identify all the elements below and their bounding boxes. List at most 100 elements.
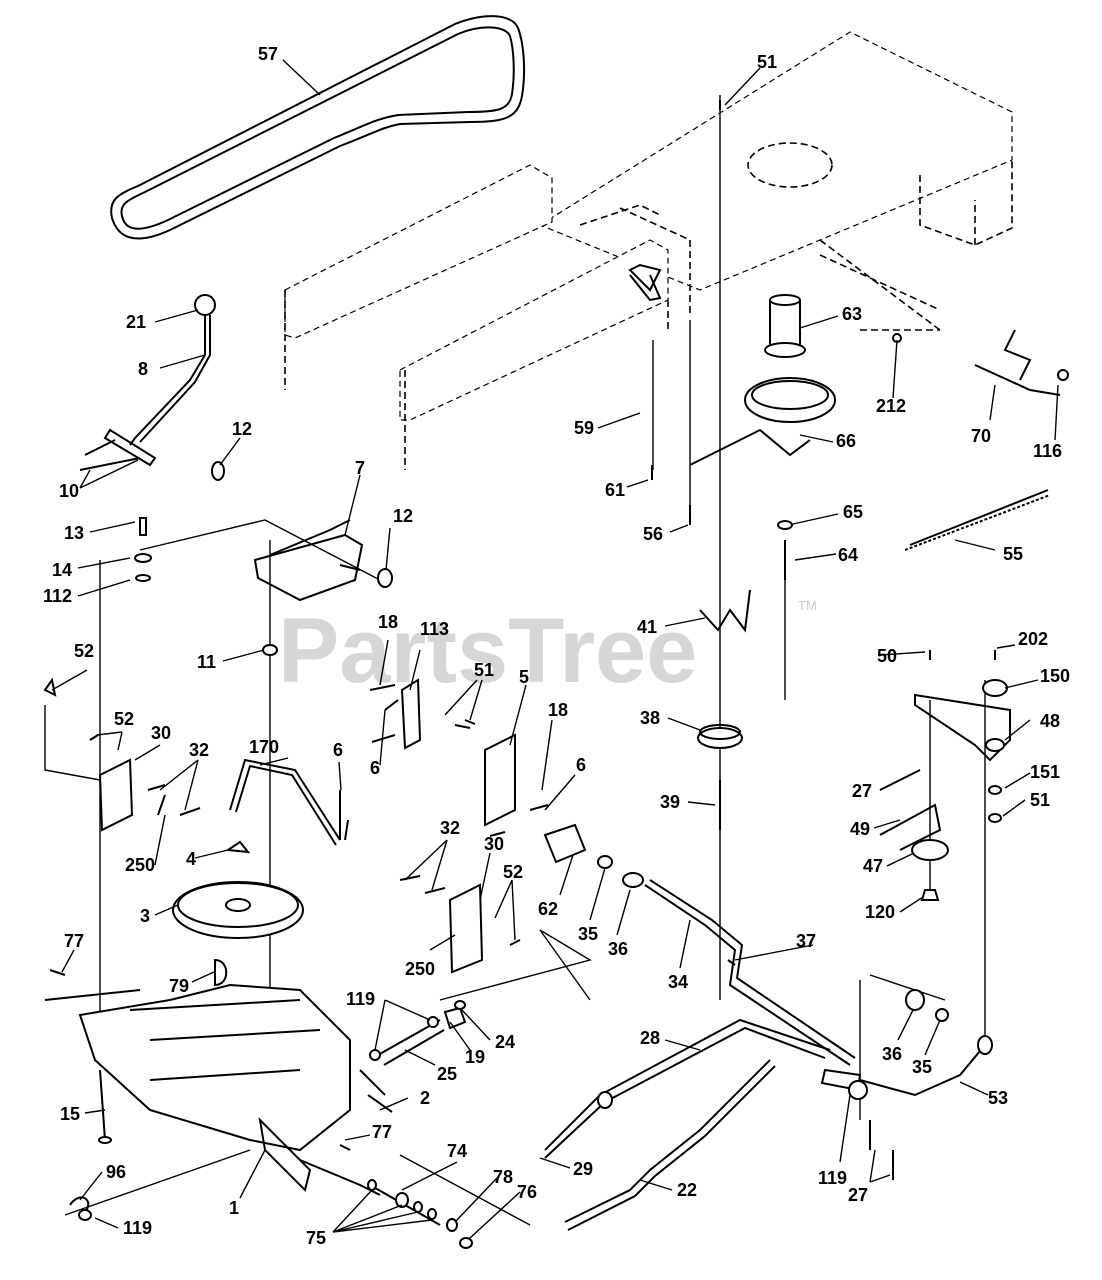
shift-knob — [194, 294, 216, 316]
callout-10: 10 — [59, 481, 79, 501]
callout-212: 212 — [876, 396, 906, 416]
callout-77-left: 77 — [64, 931, 84, 951]
callout-116: 116 — [1033, 441, 1062, 461]
axle-parts — [339, 1000, 473, 1249]
callout-39: 39 — [660, 792, 680, 812]
callout-30-mid: 30 — [484, 834, 504, 854]
callout-14: 14 — [52, 560, 72, 580]
callout-34: 34 — [668, 972, 688, 992]
callout-18-left: 18 — [378, 612, 398, 632]
callout-25: 25 — [437, 1064, 457, 1084]
callout-79: 79 — [169, 976, 189, 996]
shift-lever-assembly — [79, 294, 393, 656]
watermark-trademark: TM — [798, 598, 817, 613]
callout-12-right: 12 — [393, 506, 413, 526]
control-rod — [229, 758, 341, 846]
callout-250-mid: 250 — [405, 959, 435, 979]
callout-27-right: 27 — [852, 781, 872, 801]
callout-7: 7 — [355, 458, 365, 478]
callout-50: 50 — [877, 646, 897, 666]
callout-119-left: 119 — [123, 1218, 152, 1238]
callout-76: 76 — [517, 1182, 537, 1202]
callout-32-mid: 32 — [440, 818, 460, 838]
callout-18-right: 18 — [548, 700, 568, 720]
callout-47: 47 — [863, 856, 883, 876]
callout-36-mid: 36 — [608, 939, 628, 959]
callout-53: 53 — [988, 1088, 1008, 1108]
callout-77-mid: 77 — [372, 1122, 392, 1142]
callout-75: 75 — [306, 1228, 326, 1248]
callout-51-right: 51 — [1030, 790, 1050, 810]
callout-78: 78 — [493, 1167, 513, 1187]
callout-3: 3 — [140, 906, 150, 926]
callout-2: 2 — [420, 1088, 430, 1108]
callout-38: 38 — [640, 708, 660, 728]
callout-35-right: 35 — [912, 1057, 932, 1077]
callout-52-top: 52 — [74, 641, 94, 661]
callout-119-right: 119 — [818, 1168, 847, 1188]
callout-28: 28 — [640, 1028, 660, 1048]
callout-22: 22 — [677, 1180, 697, 1200]
callout-74: 74 — [447, 1141, 467, 1161]
callout-30-left: 30 — [151, 723, 171, 743]
callout-21: 21 — [126, 312, 146, 332]
callout-66: 66 — [836, 431, 856, 451]
callout-112: 112 — [43, 586, 72, 606]
linkage-rods — [543, 823, 993, 1231]
callout-120: 120 — [865, 902, 895, 922]
idler-pulley-assembly — [628, 100, 836, 830]
callout-70: 70 — [971, 426, 991, 446]
callout-6-mid: 6 — [333, 740, 343, 760]
callout-65: 65 — [843, 502, 863, 522]
axis-lines — [44, 95, 986, 1226]
tractor-frame — [284, 31, 1013, 470]
callout-6-left: 6 — [370, 758, 380, 778]
callout-32-left: 32 — [189, 740, 209, 760]
watermark: PartsTree TM — [278, 598, 817, 702]
callout-12-top: 12 — [232, 419, 252, 439]
callout-64: 64 — [838, 545, 858, 565]
callout-51: 51 — [757, 52, 777, 72]
callout-41: 41 — [637, 617, 657, 637]
callout-63: 63 — [842, 304, 862, 324]
right-side-assembly — [879, 329, 1061, 901]
leader-lines — [51, 59, 1059, 1239]
callout-37: 37 — [796, 931, 816, 951]
callout-49: 49 — [850, 819, 870, 839]
callout-13: 13 — [64, 523, 84, 543]
callout-5: 5 — [519, 667, 529, 687]
callout-1: 1 — [229, 1198, 239, 1218]
callout-8: 8 — [138, 359, 148, 379]
callout-27-bottom: 27 — [848, 1185, 868, 1205]
callout-48: 48 — [1040, 711, 1060, 731]
callout-36-right: 36 — [882, 1044, 902, 1064]
callout-113: 113 — [420, 619, 449, 639]
callout-59: 59 — [574, 418, 594, 438]
callout-55: 55 — [1003, 544, 1023, 564]
callout-96: 96 — [106, 1162, 126, 1182]
callout-19: 19 — [465, 1047, 485, 1067]
callout-151: 151 — [1030, 762, 1060, 782]
callout-52-mid: 52 — [114, 709, 134, 729]
callout-250-left: 250 — [125, 855, 155, 875]
callout-4: 4 — [186, 849, 196, 869]
callout-52-mid2: 52 — [503, 862, 523, 882]
callout-24: 24 — [495, 1032, 515, 1052]
callout-119-mid: 119 — [346, 989, 375, 1009]
transmission-assembly — [44, 840, 386, 1221]
center-brackets — [369, 678, 549, 974]
watermark-text: PartsTree — [278, 600, 697, 702]
callout-labels: 57 51 21 8 63 212 70 116 59 66 12 10 61 … — [43, 44, 1070, 1248]
left-bracket-assembly — [43, 677, 201, 832]
callout-56: 56 — [643, 524, 663, 544]
callout-61: 61 — [605, 480, 625, 500]
callout-170: 170 — [249, 737, 279, 757]
callout-202: 202 — [1018, 629, 1048, 649]
drive-belt — [110, 15, 526, 240]
callout-57: 57 — [258, 44, 278, 64]
callout-11: 11 — [197, 652, 216, 672]
hardware-items — [339, 333, 1069, 841]
callout-150: 150 — [1040, 666, 1070, 686]
callout-6-right: 6 — [576, 755, 586, 775]
